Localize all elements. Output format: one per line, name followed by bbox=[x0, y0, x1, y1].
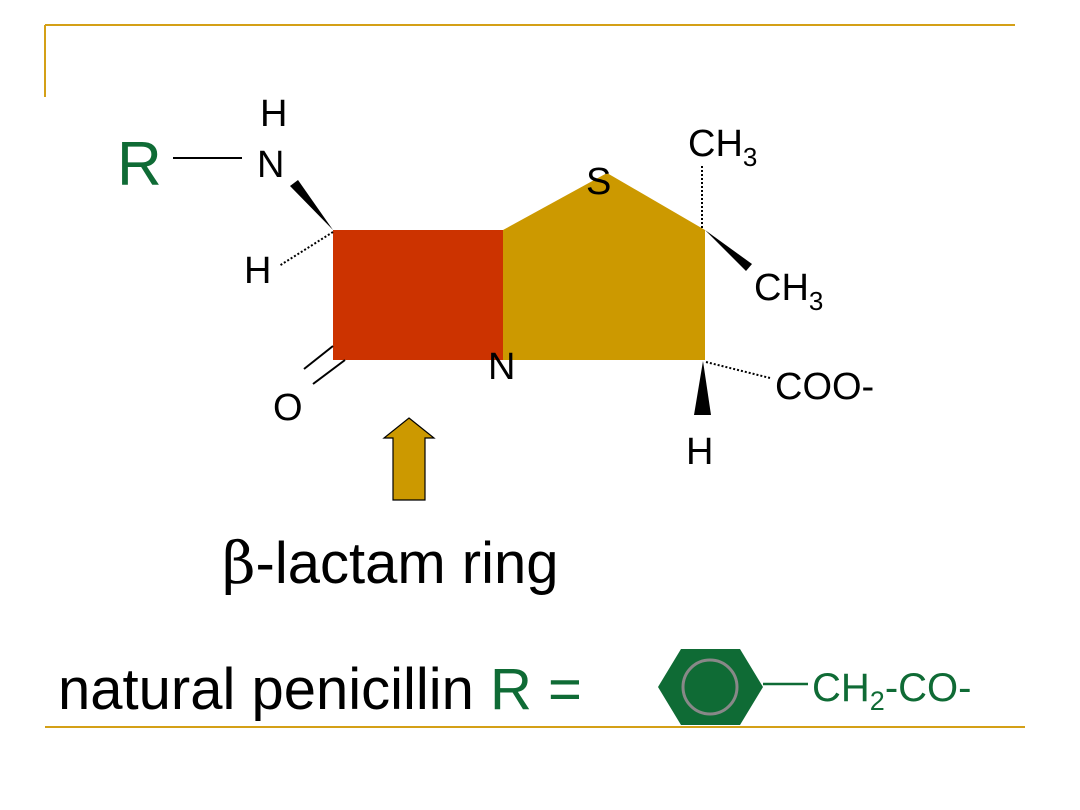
dashed-bond-coo bbox=[705, 361, 771, 379]
beta-lactam-caption: β-lactam ring bbox=[222, 529, 559, 597]
wedge-bond-n bbox=[290, 180, 333, 230]
carbonyl-bond-2 bbox=[312, 359, 346, 385]
ch3-right-label: CH3 bbox=[754, 267, 823, 316]
r-group-label: R bbox=[117, 130, 162, 199]
thiazolidine-ring bbox=[503, 173, 705, 360]
beta-lactam-ring bbox=[333, 230, 503, 360]
wedge-bond-bottom-h bbox=[694, 361, 711, 415]
sulfur-label: S bbox=[586, 161, 611, 203]
carboxylate-label: COO- bbox=[775, 366, 874, 408]
ch3-top-label: CH3 bbox=[688, 123, 757, 172]
up-arrow-icon bbox=[382, 417, 436, 501]
amide-h-label: H bbox=[260, 93, 287, 135]
carbonyl-bond-1 bbox=[303, 345, 334, 370]
left-h-label: H bbox=[244, 250, 271, 292]
amide-n-label: N bbox=[257, 144, 284, 186]
bottom-h-label: H bbox=[686, 431, 713, 473]
carbonyl-o-label: O bbox=[273, 387, 303, 429]
benzene-aromatic-circle bbox=[681, 658, 739, 716]
side-chain-label: CH2-CO- bbox=[812, 666, 971, 716]
dashed-bond-left-h bbox=[278, 231, 334, 267]
ring-n-label: N bbox=[488, 346, 515, 388]
natural-penicillin-label: natural penicillin R = bbox=[58, 657, 582, 722]
wedge-bond-ch3-right bbox=[705, 230, 752, 271]
benzene-ring-icon bbox=[658, 649, 763, 725]
